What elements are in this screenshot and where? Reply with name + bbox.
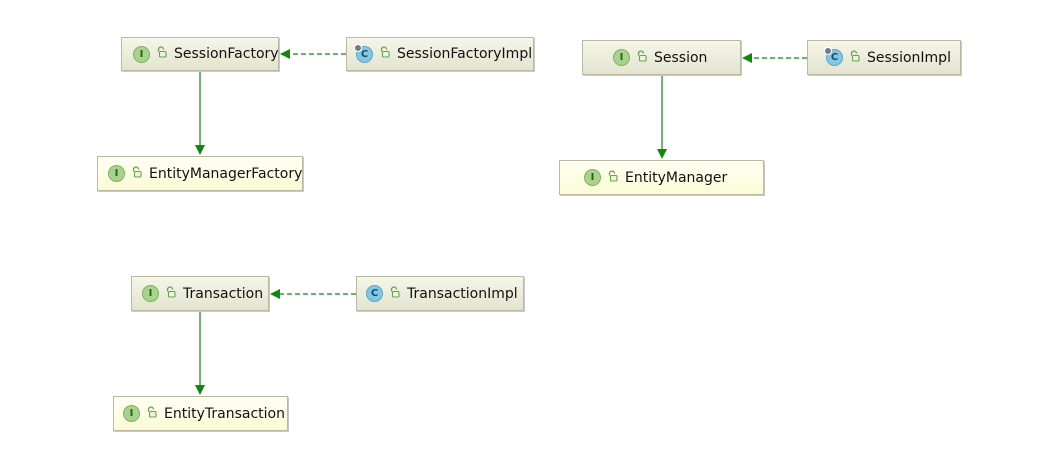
class-icon-letter: C	[830, 52, 839, 63]
interface-icon: I	[584, 169, 601, 186]
node-label: Session	[654, 49, 708, 66]
class-icon: C	[354, 43, 373, 63]
arrowhead-icon	[280, 49, 290, 59]
interface-icon: I	[613, 49, 630, 66]
unlock-icon	[636, 49, 647, 66]
arrowhead-icon	[195, 145, 205, 155]
node-label: EntityManager	[625, 169, 728, 186]
unlock-icon	[849, 49, 860, 66]
unlock-icon	[165, 285, 176, 302]
unlock-icon	[156, 46, 167, 62]
node-label: EntityManagerFactory	[149, 165, 303, 182]
node-label: SessionImpl	[867, 49, 951, 66]
node-entity-manager[interactable]: I EntityManager	[559, 160, 764, 195]
class-icon-letter: C	[360, 48, 369, 60]
interface-icon: I	[133, 45, 150, 63]
node-label: EntityTransaction	[164, 405, 285, 422]
node-label: SessionFactoryImpl	[397, 46, 533, 62]
node-session[interactable]: I Session	[582, 40, 741, 75]
unlock-icon	[131, 165, 142, 182]
arrowhead-icon	[270, 289, 280, 299]
class-icon: C	[366, 285, 383, 302]
interface-icon: I	[142, 285, 159, 302]
interface-icon: I	[123, 405, 140, 422]
node-label: SessionFactory	[174, 46, 279, 62]
node-label: TransactionImpl	[407, 285, 518, 302]
unlock-icon	[389, 285, 400, 302]
node-session-factory[interactable]: I SessionFactory	[121, 37, 279, 71]
unlock-icon	[379, 46, 390, 62]
abstract-badge-icon	[824, 47, 832, 55]
interface-icon: I	[108, 165, 125, 182]
arrowhead-icon	[657, 149, 667, 159]
node-entity-manager-factory[interactable]: I EntityManagerFactory	[97, 156, 303, 191]
abstract-badge-icon	[354, 43, 362, 52]
node-session-impl[interactable]: C SessionImpl	[807, 40, 961, 75]
node-session-factory-impl[interactable]: C SessionFactoryImpl	[346, 37, 534, 71]
unlock-icon	[607, 169, 618, 186]
node-entity-transaction[interactable]: I EntityTransaction	[113, 396, 288, 431]
class-icon: C	[824, 47, 843, 66]
node-transaction[interactable]: I Transaction	[131, 276, 269, 311]
arrowhead-icon	[742, 53, 752, 63]
node-transaction-impl[interactable]: C TransactionImpl	[356, 276, 524, 311]
arrowhead-icon	[195, 385, 205, 395]
unlock-icon	[146, 405, 157, 422]
node-label: Transaction	[183, 285, 264, 302]
